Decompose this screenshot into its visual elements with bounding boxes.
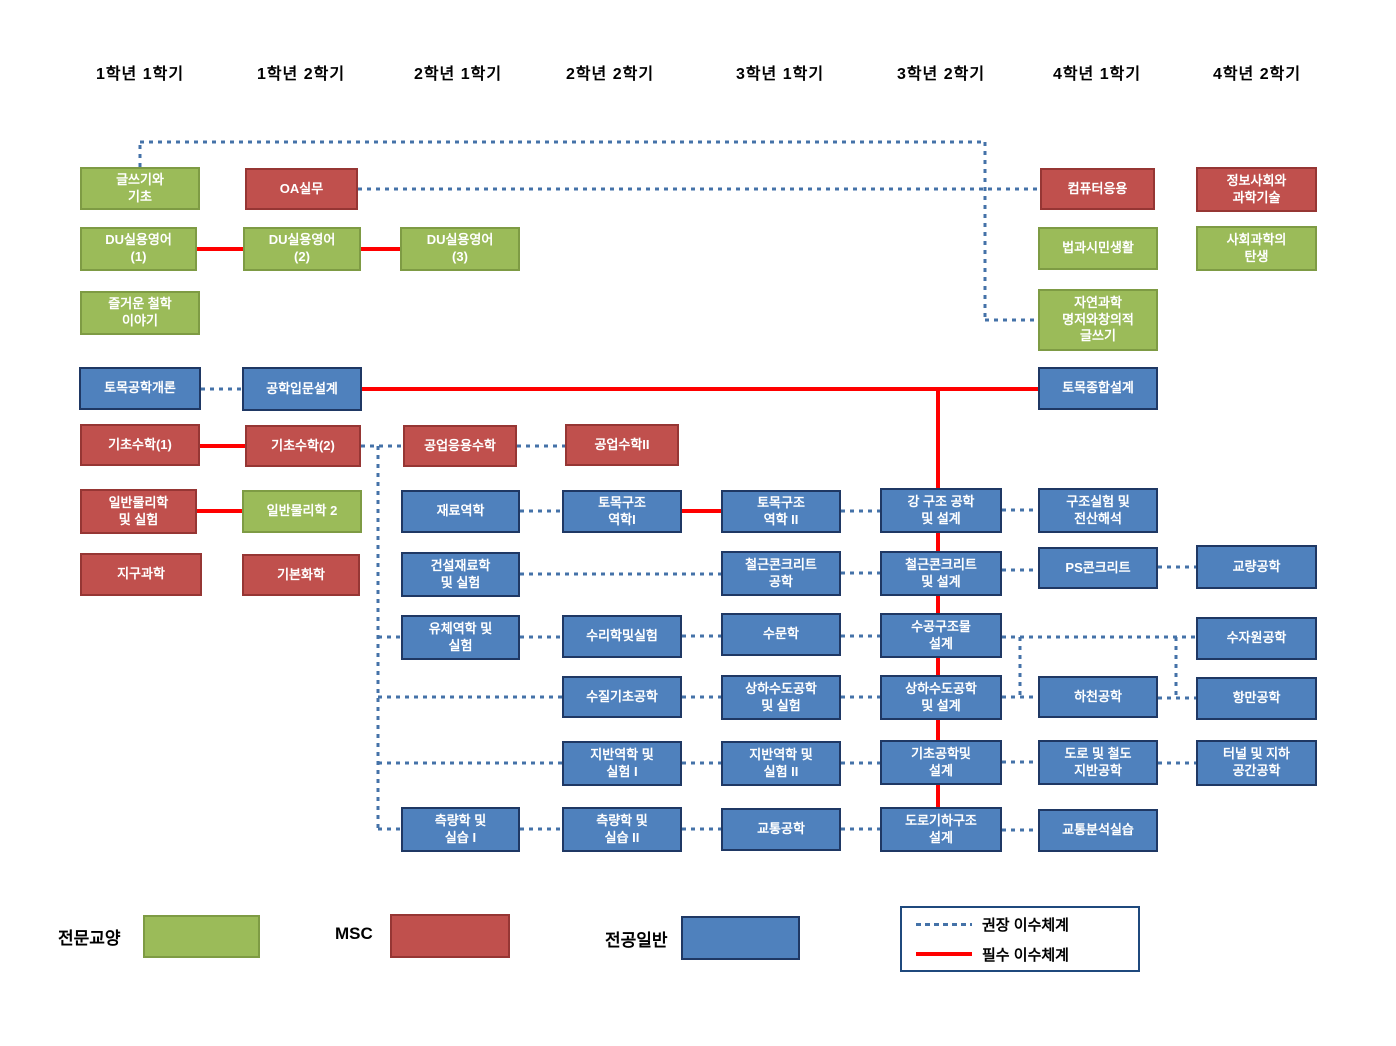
legend-required-row: 필수 이수체계	[916, 944, 1124, 965]
course-science-classics-writing: 자연과학 명저와창의적 글쓰기	[1038, 289, 1158, 351]
column-header-y4s1: 4학년 1학기	[1052, 66, 1142, 83]
course-du-english-3: DU실용영어 (3)	[400, 227, 520, 271]
course-bridge-engineering: 교량공학	[1196, 545, 1317, 589]
legend-general-swatch	[143, 915, 260, 958]
column-header-y4s2: 4학년 2학기	[1212, 66, 1302, 83]
course-water-quality-basics: 수질기초공학	[562, 676, 682, 718]
course-structural-mechanics-1: 토목구조 역학I	[562, 490, 682, 533]
course-tunnel-underground: 터널 및 지하 공간공학	[1196, 740, 1317, 786]
course-civil-capstone-design: 토목종합설계	[1038, 367, 1158, 410]
course-joyful-philosophy: 즐거운 철학 이야기	[80, 291, 200, 335]
course-engineering-math-2: 공업수학II	[565, 424, 679, 466]
legend-recommended-row: 권장 이수체계	[916, 914, 1124, 935]
column-header-y3s2: 3학년 2학기	[896, 66, 986, 83]
course-water-resources: 수자원공학	[1196, 617, 1317, 660]
course-reinforced-concrete-design: 철근콘크리트 및 설계	[880, 551, 1002, 596]
column-header-y1s1: 1학년 1학기	[95, 66, 185, 83]
column-header-y1s2: 1학년 2학기	[256, 66, 346, 83]
legend-recommended-label: 권장 이수체계	[982, 916, 1069, 934]
course-river-engineering: 하천공학	[1038, 676, 1158, 718]
course-transportation-engineering: 교통공학	[721, 808, 841, 851]
course-mechanics-of-materials: 재료역학	[401, 490, 520, 533]
legend-major-swatch	[681, 916, 800, 960]
course-basic-math-1: 기초수학(1)	[80, 424, 200, 466]
legend-required-label: 필수 이수체계	[982, 946, 1069, 964]
course-hydraulic-structure-design: 수공구조물 설계	[880, 613, 1002, 658]
course-structural-mechanics-2: 토목구조 역학 II	[721, 490, 841, 533]
column-header-y2s2: 2학년 2학기	[565, 66, 655, 83]
course-hydraulics-lab: 수리학및실험	[562, 615, 682, 658]
course-hydrology: 수문학	[721, 613, 841, 656]
course-foundation-engineering-design: 기초공학및 설계	[880, 740, 1002, 785]
legend-key-box: 권장 이수체계 필수 이수체계	[900, 906, 1140, 972]
course-intro-civil-engineering: 토목공학개론	[79, 367, 201, 410]
course-writing-basics: 글쓰기와 기초	[80, 167, 200, 210]
course-harbor-engineering: 항만공학	[1196, 677, 1317, 720]
column-header-y3s1: 3학년 1학기	[735, 66, 825, 83]
course-general-physics-lab: 일반물리학 및 실험	[80, 489, 197, 534]
course-road-railway-geotech: 도로 및 철도 지반공학	[1038, 740, 1158, 785]
legend-msc-swatch	[390, 914, 510, 958]
course-birth-social-science: 사회과학의 탄생	[1196, 226, 1317, 271]
course-computer-applications: 컴퓨터응용	[1040, 168, 1155, 210]
course-soil-mechanics-lab-1: 지반역학 및 실험 I	[562, 741, 682, 786]
course-soil-mechanics-lab-2: 지반역학 및 실험 II	[721, 741, 841, 786]
course-surveying-practice-1: 측량학 및 실습 I	[401, 807, 520, 852]
required-line-sample	[916, 952, 972, 956]
course-traffic-analysis-practice: 교통분석실습	[1038, 809, 1158, 852]
legend-msc-label: MSC	[335, 924, 373, 943]
course-structural-experiment-analysis: 구조실험 및 전산해석	[1038, 488, 1158, 533]
course-intro-engineering-design: 공학입문설계	[242, 367, 362, 411]
column-header-y2s1: 2학년 1학기	[413, 66, 503, 83]
course-construction-materials-lab: 건설재료학 및 실험	[401, 552, 520, 597]
course-engineering-applied-math: 공업응용수학	[403, 425, 517, 467]
course-law-civic-life: 법과시민생활	[1038, 227, 1158, 270]
course-general-physics-2: 일반물리학 2	[242, 490, 362, 533]
course-basic-chemistry: 기본화학	[242, 554, 360, 596]
course-oa-practice: OA실무	[245, 168, 358, 210]
course-surveying-practice-2: 측량학 및 실습 II	[562, 807, 682, 852]
course-fluid-mechanics-lab: 유체역학 및 실험	[401, 615, 520, 660]
course-water-sewage-design: 상하수도공학 및 설계	[880, 675, 1002, 720]
course-steel-structure-design: 강 구조 공학 및 설계	[880, 488, 1002, 533]
course-road-geometry-design: 도로기하구조 설계	[880, 807, 1002, 852]
course-water-sewage-lab: 상하수도공학 및 실험	[721, 675, 841, 720]
course-reinforced-concrete: 철근콘크리트 공학	[721, 551, 841, 596]
legend-major-label: 전공일반	[605, 931, 668, 950]
course-du-english-2: DU실용영어 (2)	[243, 227, 361, 271]
recommended-line-sample	[916, 922, 972, 926]
course-ps-concrete: PS콘크리트	[1038, 547, 1158, 589]
course-earth-science: 지구과학	[80, 553, 202, 596]
course-info-society-tech: 정보사회와 과학기술	[1196, 167, 1317, 212]
course-basic-math-2: 기초수학(2)	[245, 425, 361, 467]
course-du-english-1: DU실용영어 (1)	[80, 227, 197, 271]
legend-general-label: 전문교양	[58, 929, 121, 948]
